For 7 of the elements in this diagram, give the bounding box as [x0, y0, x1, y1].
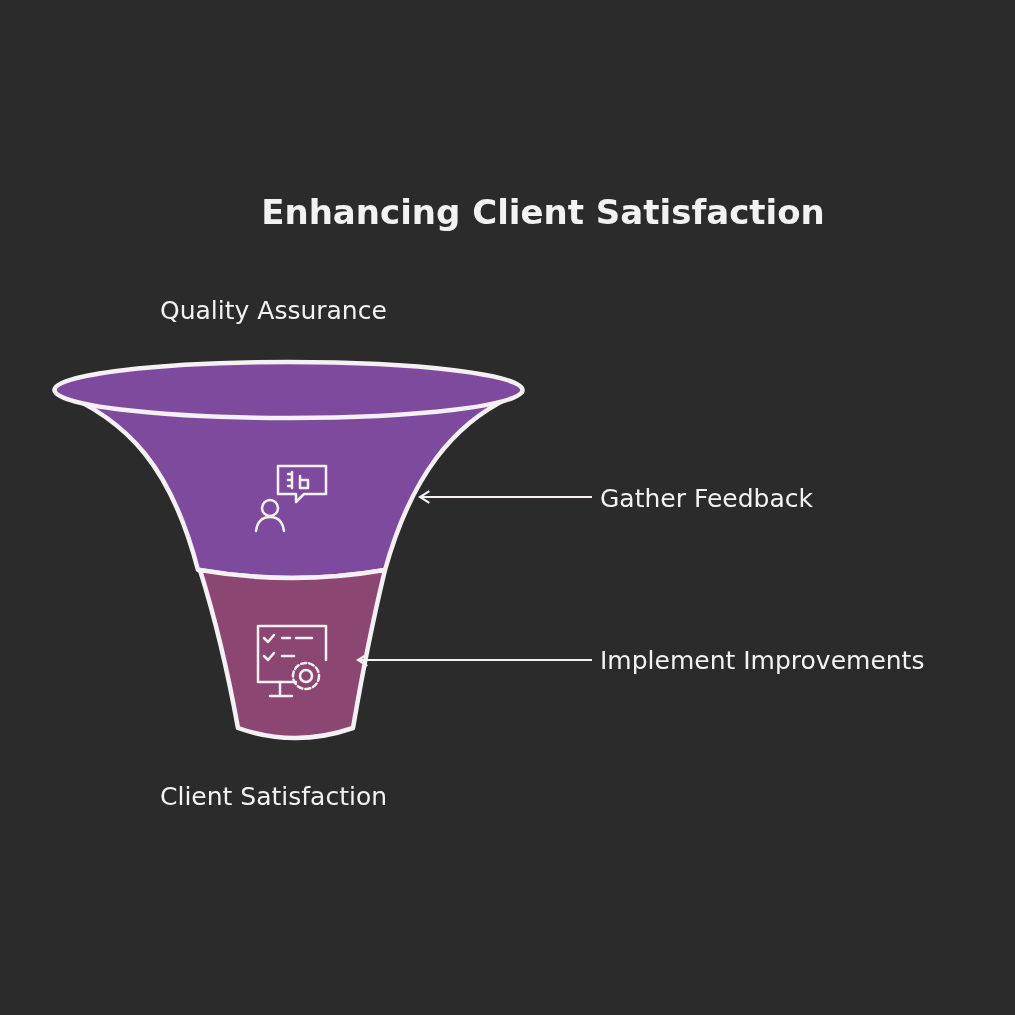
stage-label: Quality Assurance	[160, 296, 387, 325]
diagram-title: Enhancing Client Satisfaction	[260, 192, 826, 232]
step-label: Implement Improvements	[600, 646, 925, 675]
leader-arrow	[356, 653, 592, 667]
step-label: Gather Feedback	[600, 484, 813, 513]
stage-label: Client Satisfaction	[160, 782, 388, 811]
leader-arrow	[418, 490, 592, 504]
